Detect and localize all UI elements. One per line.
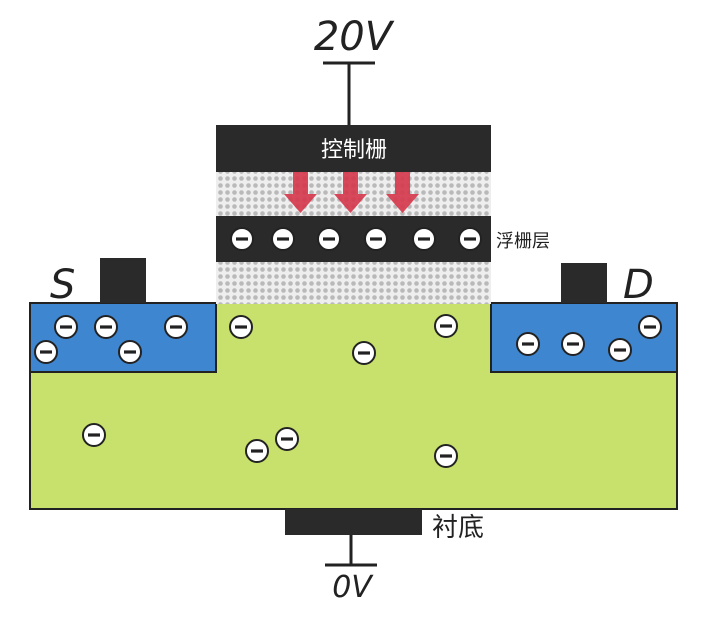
electron-icon <box>434 444 458 468</box>
electron-icon <box>271 227 295 251</box>
electron-icon <box>275 427 299 451</box>
injection-arrows <box>284 172 419 213</box>
arrow-down-icon <box>334 172 367 213</box>
floating-gate <box>216 216 491 262</box>
electron-icon <box>118 340 142 364</box>
electron-icon <box>608 338 632 362</box>
drain-contact <box>561 263 607 303</box>
control-gate-label: 控制栅 <box>321 138 387 163</box>
electron-icon <box>412 227 436 251</box>
source-label: S <box>50 262 75 308</box>
electron-icon <box>34 340 58 364</box>
drain-label: D <box>623 262 654 308</box>
electron-icon <box>230 227 254 251</box>
electron-icon <box>229 315 253 339</box>
electron-icon <box>458 227 482 251</box>
arrow-down-icon <box>386 172 419 213</box>
electron-icon <box>364 227 388 251</box>
substrate-contact <box>285 509 422 535</box>
electron-icon <box>352 341 376 365</box>
electron-icon <box>94 315 118 339</box>
substrate-voltage-label: 0V <box>332 570 374 605</box>
electron-icon <box>54 315 78 339</box>
electron-icon <box>516 332 540 356</box>
electron-icon <box>561 332 585 356</box>
electron-icon <box>164 315 188 339</box>
electron-icon <box>434 314 458 338</box>
control-gate <box>216 125 491 172</box>
source-contact <box>100 258 146 303</box>
tunnel-oxide <box>216 262 491 304</box>
floating-gate-label: 浮栅层 <box>496 231 550 252</box>
arrow-down-icon <box>284 172 317 213</box>
electron-icon <box>638 315 662 339</box>
gate-voltage-label: 20V <box>314 14 395 60</box>
electron-icon <box>245 439 269 463</box>
substrate-label: 衬底 <box>432 513 484 543</box>
electron-icon <box>317 227 341 251</box>
electron-icon <box>82 423 106 447</box>
